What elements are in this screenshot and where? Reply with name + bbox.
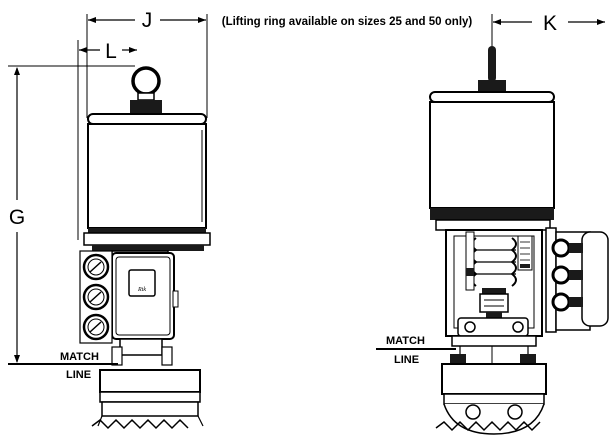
right-actuator-front-view — [429, 46, 609, 435]
dimension-g-label: G — [9, 206, 25, 229]
dimension-l-label: L — [105, 40, 117, 63]
gauge-port-icon — [551, 238, 583, 312]
match-line-right-bottom: LINE — [394, 354, 419, 366]
match-line-left: MATCH LINE — [8, 351, 118, 381]
pressure-gauge-icon — [79, 250, 113, 344]
match-line-right: MATCH LINE — [376, 335, 456, 366]
match-line-right-top: MATCH — [386, 335, 425, 347]
dimension-l: L — [77, 40, 137, 240]
dimension-j: J — [86, 9, 208, 118]
lifting-ring-note: (Lifting ring available on sizes 25 and … — [222, 16, 473, 28]
left-actuator-side-view: Rtk — [79, 66, 211, 430]
match-line-left-bottom: LINE — [66, 369, 91, 381]
positioner-logo: Rtk — [137, 287, 146, 293]
dimension-g: G — [8, 65, 135, 363]
dimension-k-label: K — [543, 12, 557, 35]
dimension-j-label: J — [142, 9, 153, 32]
match-line-left-top: MATCH — [60, 351, 99, 363]
